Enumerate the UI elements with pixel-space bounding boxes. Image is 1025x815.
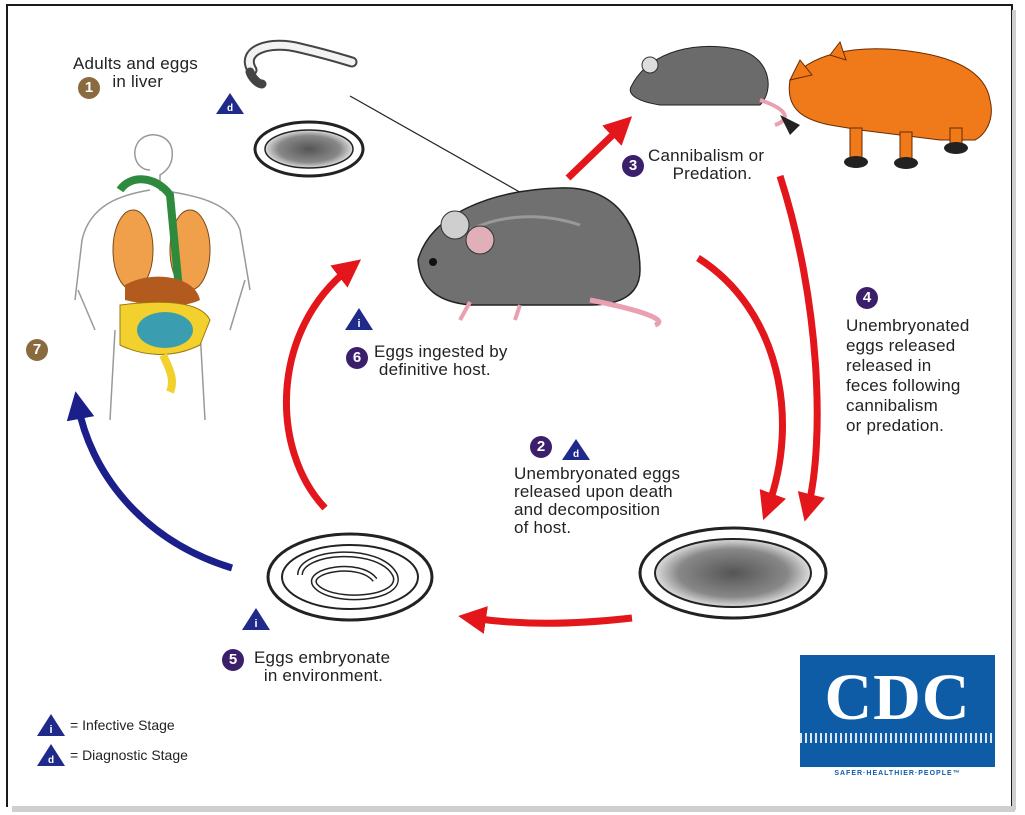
step-5-badge: 5 [222,649,244,671]
step-3-badge: 3 [622,155,644,177]
step-3-label: Cannibalism or Predation. [648,147,764,183]
unembryonated-egg-illustration [640,528,826,618]
svg-text:d: d [48,755,54,766]
legend-infective-icon: i [37,714,65,736]
pointer-line [350,96,525,195]
cdc-logo-stripes [800,733,995,743]
human-host-illustration [75,135,250,420]
arrow-to-human [78,405,232,568]
arrow-ingestion [286,268,350,508]
infective-stage-icon: i [242,608,270,630]
svg-text:i: i [357,318,360,330]
infective-stage-icon: i [345,308,373,330]
step-4-label: Unembryonated eggs released released in … [846,316,970,436]
step-1-badge: 1 [78,77,100,99]
step-2-label: Unembryonated eggs released upon death a… [514,465,680,537]
legend-diagnostic-icon: d [37,744,65,766]
arrow-egg-to-embryonation [472,618,632,623]
legend-diagnostic-label: = Diagnostic Stage [70,747,188,763]
svg-text:i: i [49,724,52,736]
adult-worm-illustration [249,45,352,84]
step-6-badge: 6 [346,347,368,369]
arrow-to-predation [568,126,622,178]
definitive-host-rat-illustration [418,188,659,325]
svg-text:d: d [227,103,233,114]
step-5-label: Eggs embryonate in environment. [254,649,390,685]
step-7-badge: 7 [26,339,48,361]
cdc-logo-word: CDC [800,663,995,733]
step-2-badge: 2 [530,436,552,458]
embryonated-egg-illustration [268,534,432,620]
diagnostic-stage-icon: d [216,93,244,114]
svg-text:d: d [573,449,579,460]
egg-small-illustration [255,122,363,176]
arrow-host-to-egg [698,258,782,507]
cdc-tagline: SAFER·HEALTHIER·PEOPLE™ [800,770,995,777]
cdc-logo: CDC [800,655,995,767]
fox-illustration [780,42,991,169]
arrow-predation-to-egg [780,176,817,508]
svg-text:i: i [254,618,257,630]
small-rat-illustration [630,46,785,125]
step-6-label: Eggs ingested by definitive host. [374,343,508,379]
diagnostic-stage-icon: d [562,439,590,460]
step-4-badge: 4 [856,287,878,309]
legend-infective-label: = Infective Stage [70,717,175,733]
